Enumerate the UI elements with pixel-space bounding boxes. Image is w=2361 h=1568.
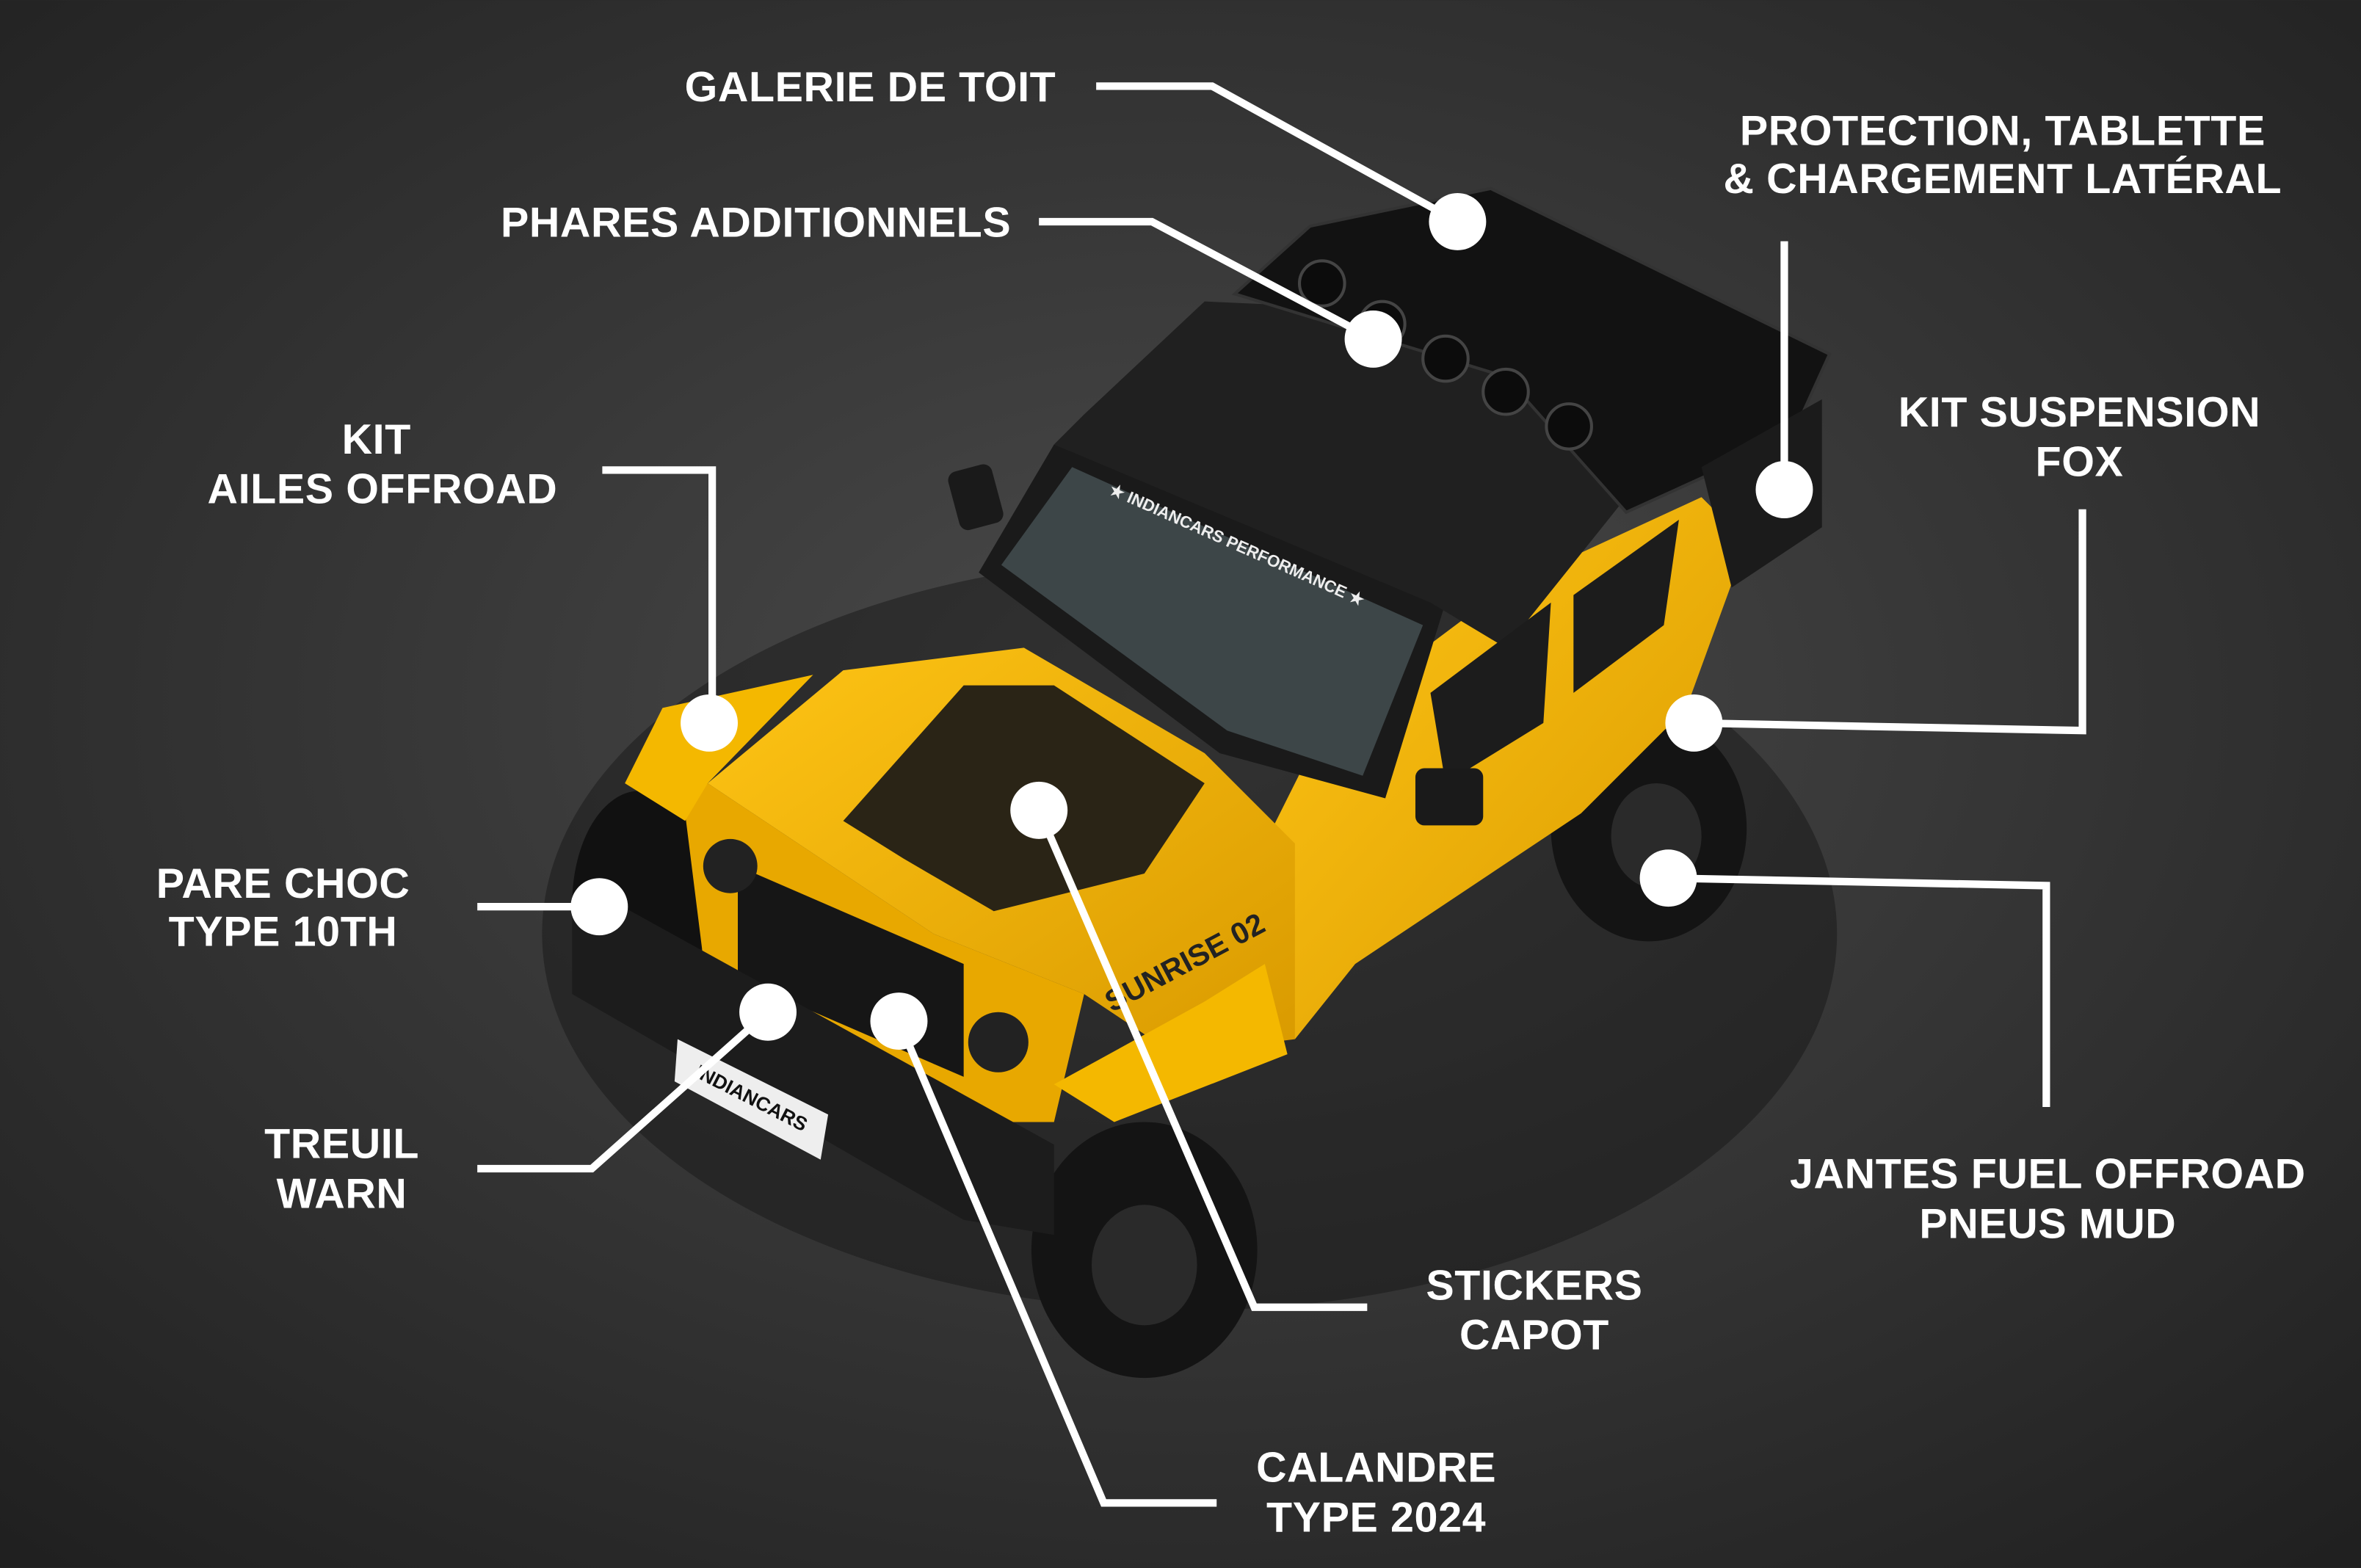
annotation-kit-suspension: KIT SUSPENSION FOX	[1665, 389, 2260, 752]
license-plate	[674, 1039, 829, 1160]
leader-line	[1096, 82, 1459, 225]
marker-dot	[1639, 849, 1697, 907]
marker-dot	[1010, 781, 1068, 839]
annotation-treuil: TREUIL WARN	[264, 983, 797, 1217]
marker-dot	[1755, 461, 1813, 518]
annotation-label: GALERIE DE TOIT	[685, 64, 1056, 111]
front-bumper	[572, 904, 1054, 1235]
annotation-label: & CHARGEMENT LATÉRAL	[1724, 156, 2282, 203]
marker-dot	[1344, 310, 1402, 368]
annotation-label: CAPOT	[1459, 1312, 1609, 1359]
annotation-label: WARN	[277, 1170, 407, 1217]
leader-line	[602, 466, 717, 723]
jeep-vehicle: INDIANCARS ★ INDIANCARS PERFORMANCE ★ SU…	[542, 186, 1838, 1379]
annotation-label: KIT	[342, 416, 411, 463]
annotation-label: PNEUS MUD	[1919, 1200, 2176, 1247]
leader-line	[895, 1020, 1217, 1507]
annotation-jantes: JANTES FUEL OFFROAD PNEUS MUD	[1639, 849, 2306, 1247]
fender-right	[1053, 964, 1288, 1122]
annotation-label: JANTES FUEL OFFROAD	[1790, 1151, 2306, 1198]
marker-dot	[870, 992, 928, 1050]
annotation-label: PROTECTION, TABLETTE	[1740, 107, 2266, 154]
annotation-label: AILES OFFROAD	[208, 465, 558, 512]
annotation-galerie-de-toit: GALERIE DE TOIT	[685, 64, 1487, 250]
marker-dot	[739, 983, 797, 1041]
annotation-label: TYPE 2024	[1266, 1494, 1486, 1541]
marker-dot	[570, 878, 628, 936]
annotation-phares-additionnels: PHARES ADDITIONNELS	[501, 199, 1402, 368]
leader-line	[1694, 509, 2086, 735]
leader-line	[477, 1009, 771, 1173]
marker-dot	[1665, 694, 1723, 752]
annotation-label: PHARES ADDITIONNELS	[501, 199, 1011, 246]
leader-line	[1035, 808, 1368, 1311]
annotation-label: KIT SUSPENSION	[1898, 389, 2260, 436]
annotation-protection: PROTECTION, TABLETTE & CHARGEMENT LATÉRA…	[1724, 107, 2282, 518]
marker-dot	[1429, 192, 1487, 250]
leader-line	[1039, 217, 1375, 343]
annotation-ailes-offroad: KIT AILES OFFROAD	[208, 416, 738, 752]
annotation-label: CALANDRE	[1256, 1445, 1496, 1492]
annotation-label: TREUIL	[264, 1121, 419, 1168]
marker-dot	[681, 694, 738, 752]
annotation-label: FOX	[2036, 439, 2124, 486]
annotation-pare-choc: PARE CHOC TYPE 10TH	[156, 860, 628, 955]
windshield-glass	[1001, 467, 1424, 776]
leader-line	[1668, 874, 2050, 1107]
annotation-stickers: STICKERS CAPOT	[1010, 781, 1642, 1359]
annotation-calandre: CALANDRE TYPE 2024	[870, 992, 1496, 1541]
annotation-label: TYPE 10TH	[169, 908, 398, 955]
annotation-label: STICKERS	[1426, 1262, 1642, 1309]
annotation-label: PARE CHOC	[156, 860, 410, 907]
